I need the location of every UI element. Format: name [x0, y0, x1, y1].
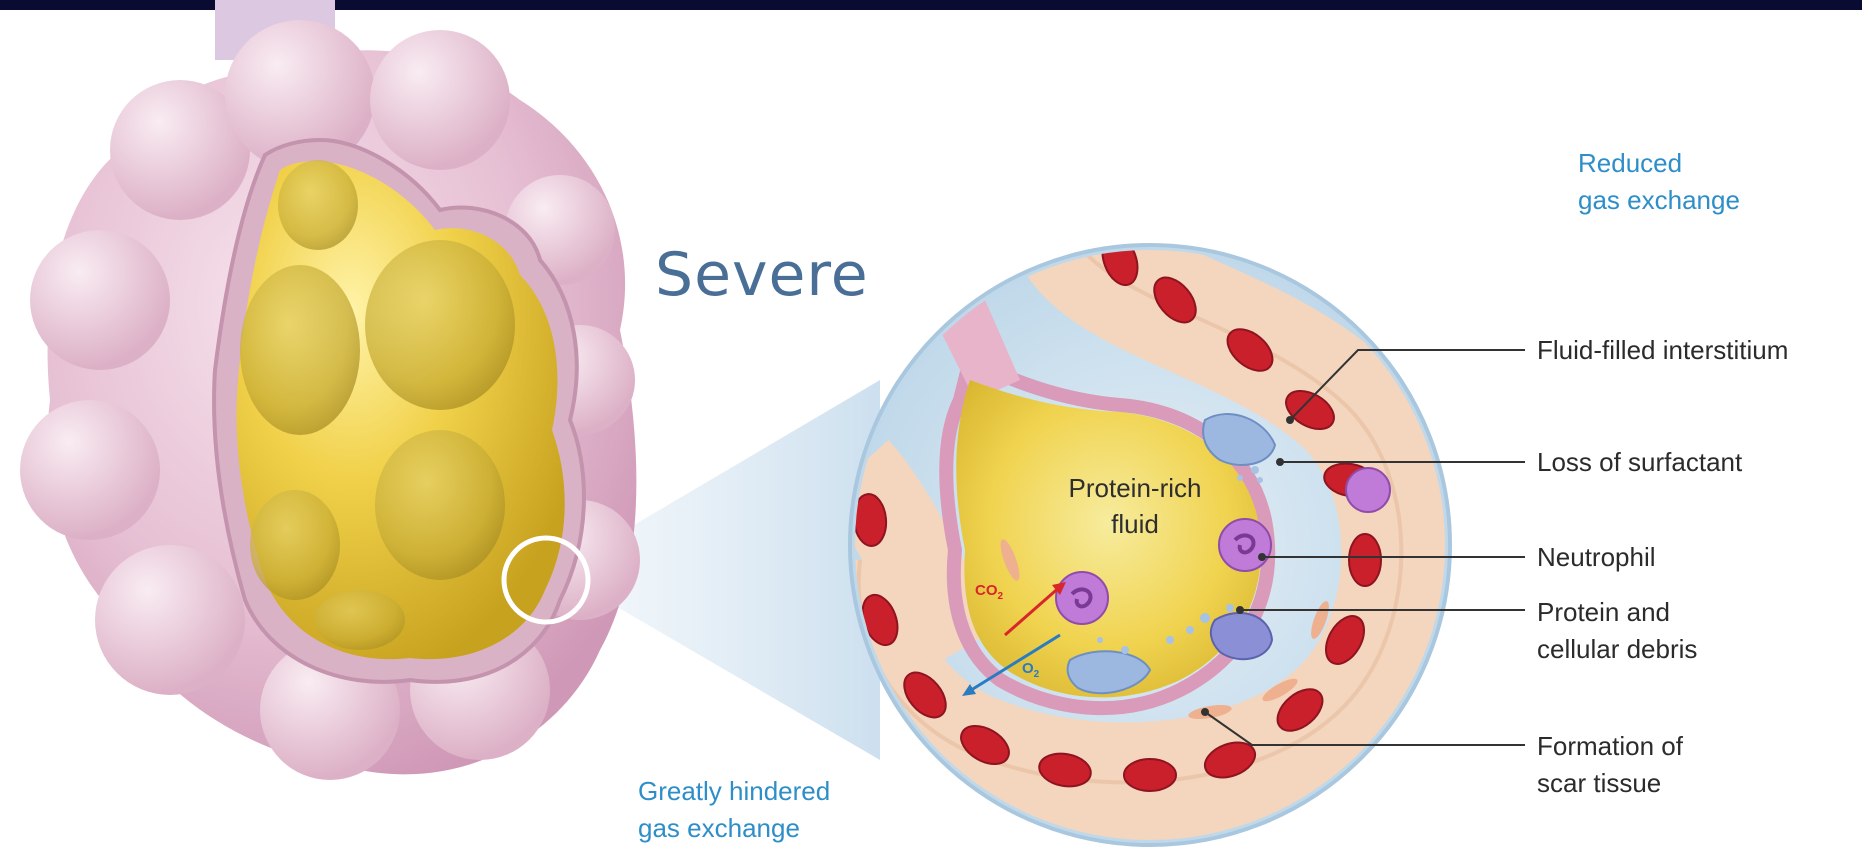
debris-cell — [1211, 613, 1272, 659]
neutrophil — [1056, 572, 1108, 624]
callout-line: Formation of — [1537, 728, 1683, 765]
callout-line: Fluid-filled interstitium — [1537, 332, 1788, 369]
alveolar-sac — [20, 0, 640, 780]
callout-protein-debris: Protein and cellular debris — [1537, 594, 1697, 668]
callout-fluid-filled-interstitium: Fluid-filled interstitium — [1537, 332, 1788, 369]
reduced-gas-exchange-note: Reduced gas exchange — [1578, 145, 1740, 219]
note-line: Greatly hindered — [638, 773, 830, 810]
fluid-label-line: Protein-rich — [1040, 470, 1230, 506]
protein-rich-fluid-label: Protein-rich fluid — [1040, 470, 1230, 542]
note-line: Reduced — [1578, 145, 1740, 182]
fluid-label-line: fluid — [1040, 506, 1230, 542]
o2-sub: 2 — [1034, 669, 1040, 680]
co2-base: CO — [975, 582, 998, 599]
callout-line: Neutrophil — [1537, 539, 1656, 576]
note-line: gas exchange — [1578, 182, 1740, 219]
hindered-gas-exchange-note: Greatly hindered gas exchange — [638, 773, 830, 847]
o2-base: O — [1022, 660, 1034, 677]
callout-neutrophil: Neutrophil — [1537, 539, 1656, 576]
co2-label: CO2 — [975, 582, 1003, 602]
note-line: gas exchange — [638, 810, 830, 847]
callout-scar-tissue: Formation of scar tissue — [1537, 728, 1683, 802]
co2-sub: 2 — [998, 591, 1004, 602]
severity-title: Severe — [655, 240, 869, 310]
callout-line: cellular debris — [1537, 631, 1697, 668]
callout-line: Protein and — [1537, 594, 1697, 631]
callout-loss-of-surfactant: Loss of surfactant — [1537, 444, 1742, 481]
o2-label: O2 — [1022, 660, 1039, 680]
callout-line: Loss of surfactant — [1537, 444, 1742, 481]
callout-line: scar tissue — [1537, 765, 1683, 802]
neutrophil — [1346, 468, 1390, 512]
